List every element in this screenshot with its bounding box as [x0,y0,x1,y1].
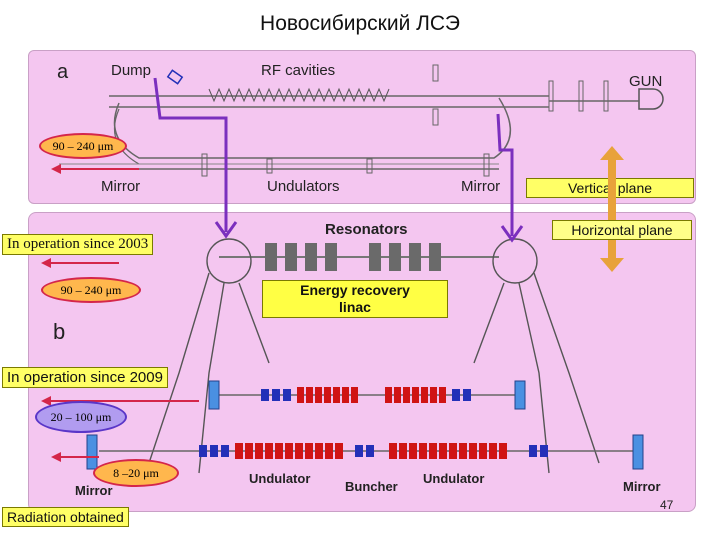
connector-arrowhead-right [500,225,524,243]
operation-since-2009: In operation since 2009 [2,367,168,388]
undulator-element-2 [366,158,373,174]
linac-cavities [265,243,441,271]
element-a3 [548,80,554,112]
mirror-left-element [201,153,208,177]
panel-a-schematic [51,64,664,177]
connector-arrowhead-left [214,221,238,239]
mirror-upper-left [208,380,220,410]
element-a1 [432,64,439,82]
gun-shape [638,88,664,110]
mirror-bottom-right-element [632,434,644,470]
wavelength-ellipse-b3: 8 –20 μm [93,459,179,487]
orange-arrowhead-up [600,146,624,160]
rf-cavities [208,87,390,103]
panel-b-letter: b [53,319,66,344]
operation-since-2003: In operation since 2003 [2,234,154,255]
wavelength-ellipse-b1: 90 – 240 μm [41,277,141,303]
label-mirror-bottom-left: Mirror [75,483,113,498]
panel-b-horizontal-layout: Resonators 90 – 240 μm b 20 – 100 μm 8 –… [28,212,696,512]
wavelength-ellipse-b2: 20 – 100 μm [35,401,127,433]
label-resonators: Resonators [325,221,408,238]
wavelength-text-b2: 20 – 100 μm [50,409,112,424]
left-arc [148,238,270,474]
quad-magnets-lower [199,445,548,457]
label-dump: Dump [111,62,152,79]
slide-number: 47 [660,498,674,512]
panel-b-schematic [41,238,644,474]
undulator-lower-1 [235,443,343,459]
page-title: Новосибирский ЛСЭ [260,12,460,35]
horizontal-plane-label: Horizontal plane [552,220,692,240]
undulator-element-1 [266,158,273,174]
output-beam-arrowhead-a [51,164,61,174]
right-arc [473,238,600,474]
mirror-bottom-left-element [86,434,98,470]
wavelength-text-b1: 90 – 240 μm [60,282,122,297]
label-mirror-right: Mirror [461,178,501,195]
label-mirror-left: Mirror [101,178,141,195]
quad-magnets-upper [261,389,471,401]
label-mirror-bottom-right: Mirror [623,479,661,494]
wavelength-text-a: 90 – 240 μm [52,138,114,153]
wavelength-text-b3: 8 –20 μm [113,465,159,480]
radiation-obtained-label: Radiation obtained [2,507,129,527]
label-buncher: Buncher [345,479,398,494]
mirror-upper-right [514,380,526,410]
label-gun: GUN [629,73,663,90]
wavelength-ellipse-a: 90 – 240 μm [39,133,127,159]
output-arrowhead-lower [51,452,61,462]
element-a4 [578,80,584,112]
dump-block [166,69,184,85]
energy-recovery-linac-label: Energy recovery linac [262,280,448,318]
element-a5 [603,80,609,112]
orange-arrowhead-down [600,258,624,272]
label-undulator-right: Undulator [423,471,485,486]
output-arrowhead-2003 [41,258,51,268]
element-a2 [432,108,439,126]
label-undulator-left: Undulator [249,471,311,486]
connector-arrow-left [153,77,228,232]
undulator-upper-1 [297,387,446,403]
output-arrowhead-2009 [41,396,51,406]
panel-a-letter: a [57,61,69,83]
mirror-right-element [483,153,490,177]
undulator-lower-2 [389,443,507,459]
connector-arrow-right [496,113,514,236]
label-undulators: Undulators [267,178,340,195]
label-rf-cavities: RF cavities [261,62,336,79]
